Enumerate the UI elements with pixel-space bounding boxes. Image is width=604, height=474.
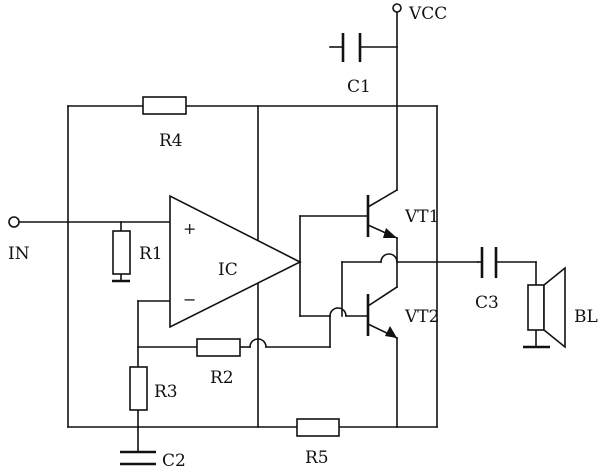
resistor-r1 [112, 230, 131, 275]
wires [18, 11, 537, 453]
label-bl: BL [574, 307, 598, 327]
label-c2: C2 [162, 451, 186, 471]
label-minus: − [183, 290, 196, 309]
label-c1: C1 [347, 77, 371, 97]
resistor-r4 [142, 96, 187, 115]
capacitor-c2 [120, 450, 156, 466]
label-vcc: VCC [408, 4, 447, 24]
vcc-terminal [392, 3, 402, 13]
capacitor-c3 [477, 247, 498, 278]
op-amp-ic [169, 194, 302, 329]
input-terminal [8, 216, 20, 228]
label-r5: R5 [305, 448, 329, 468]
label-vt2: VT2 [404, 307, 439, 327]
resistor-r3 [129, 366, 148, 411]
resistor-r5 [296, 418, 340, 437]
label-r1: R1 [139, 244, 163, 264]
label-vt1: VT1 [404, 207, 439, 227]
speaker-bl [523, 266, 566, 349]
label-r2: R2 [210, 368, 234, 388]
label-plus: + [183, 219, 196, 238]
transistor-vt1 [366, 188, 399, 240]
capacitor-c1 [329, 33, 362, 62]
transistor-vt2 [366, 285, 399, 340]
label-ic: IC [218, 260, 238, 280]
label-r3: R3 [154, 382, 178, 402]
label-in: IN [8, 244, 30, 264]
label-r4: R4 [159, 131, 183, 151]
label-c3: C3 [475, 293, 499, 313]
resistor-r2 [196, 338, 241, 357]
